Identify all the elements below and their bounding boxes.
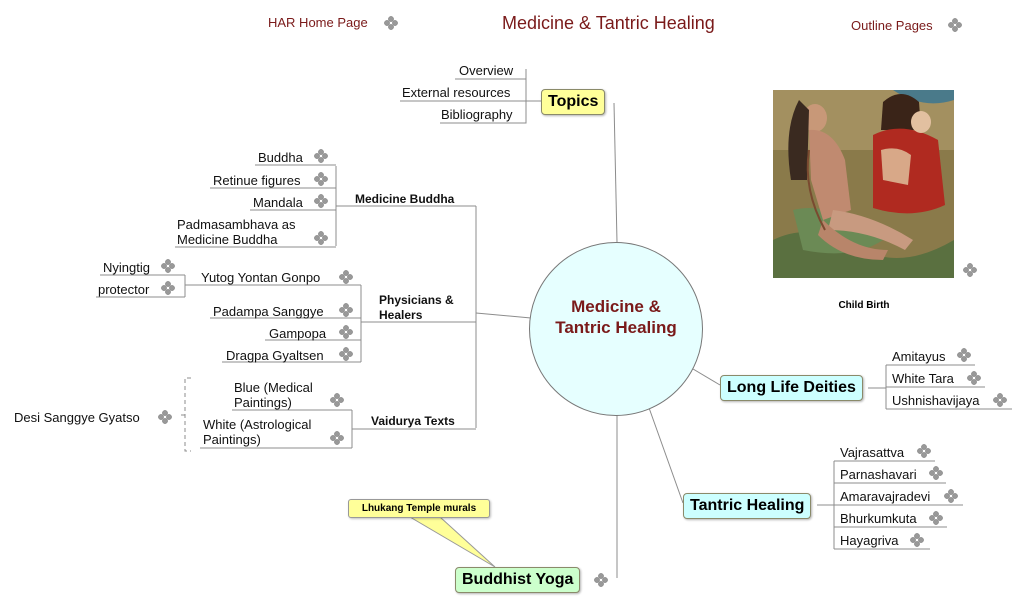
link-icon[interactable] bbox=[944, 489, 958, 503]
link-icon[interactable] bbox=[948, 18, 962, 32]
link-icon[interactable] bbox=[161, 259, 175, 273]
item-padmasambhava[interactable]: Padmasambhava as Medicine Buddha bbox=[177, 217, 296, 247]
item-retinue-figures[interactable]: Retinue figures bbox=[213, 173, 301, 188]
item-buddha[interactable]: Buddha bbox=[258, 150, 303, 165]
topic-bibliography[interactable]: Bibliography bbox=[441, 107, 513, 122]
central-topic-circle bbox=[529, 242, 703, 416]
branch-tantric-healing[interactable]: Tantric Healing bbox=[683, 493, 812, 519]
link-icon[interactable] bbox=[158, 410, 172, 424]
item-bhurkumkuta[interactable]: Bhurkumkuta bbox=[840, 511, 917, 526]
central-topic-label: Medicine & Tantric Healing bbox=[529, 296, 703, 338]
link-icon[interactable] bbox=[339, 270, 353, 284]
item-blue-medical-paintings[interactable]: Blue (Medical Paintings) bbox=[234, 380, 313, 410]
image-caption: Child Birth bbox=[838, 300, 890, 311]
topic-overview[interactable]: Overview bbox=[459, 63, 514, 78]
link-icon[interactable] bbox=[161, 281, 175, 295]
item-amaravajradevi[interactable]: Amaravajradevi bbox=[840, 489, 931, 504]
link-icon[interactable] bbox=[929, 466, 943, 480]
link-icon[interactable] bbox=[314, 194, 328, 208]
item-padampa-sanggye[interactable]: Padampa Sanggye bbox=[213, 304, 324, 319]
link-icon[interactable] bbox=[330, 393, 344, 407]
link-icon[interactable] bbox=[314, 149, 328, 163]
outline-pages-link[interactable]: Outline Pages bbox=[851, 18, 933, 33]
link-icon[interactable] bbox=[957, 348, 971, 362]
branch-long-life-deities[interactable]: Long Life Deities bbox=[720, 375, 863, 401]
item-desi-sanggye-gyatso[interactable]: Desi Sanggye Gyatso bbox=[14, 410, 140, 425]
item-parnashavari[interactable]: Parnashavari bbox=[840, 467, 917, 482]
link-icon[interactable] bbox=[339, 303, 353, 317]
link-icon[interactable] bbox=[314, 172, 328, 186]
link-icon[interactable] bbox=[594, 573, 608, 587]
branch-buddhist-yoga[interactable]: Buddhist Yoga bbox=[455, 567, 581, 593]
branch-physicians-healers[interactable]: Physicians & Healers bbox=[379, 293, 454, 322]
link-icon[interactable] bbox=[339, 325, 353, 339]
link-icon[interactable] bbox=[967, 371, 981, 385]
item-dragpa-gyaltsen[interactable]: Dragpa Gyaltsen bbox=[226, 348, 324, 363]
item-protector[interactable]: protector bbox=[98, 282, 150, 297]
item-yutog-yontan-gonpo[interactable]: Yutog Yontan Gonpo bbox=[201, 270, 321, 285]
branch-topics[interactable]: Topics bbox=[541, 89, 606, 115]
painting-illustration bbox=[773, 90, 954, 278]
item-hayagriva[interactable]: Hayagriva bbox=[840, 533, 899, 548]
item-amitayus[interactable]: Amitayus bbox=[892, 349, 946, 364]
callout-lhukang-temple-murals[interactable]: Lhukang Temple murals bbox=[348, 499, 490, 518]
link-icon[interactable] bbox=[929, 511, 943, 525]
item-white-tara[interactable]: White Tara bbox=[892, 371, 954, 386]
link-icon[interactable] bbox=[339, 347, 353, 361]
link-icon[interactable] bbox=[910, 533, 924, 547]
central-topic-line1: Medicine & bbox=[571, 297, 661, 316]
har-home-link[interactable]: HAR Home Page bbox=[268, 15, 368, 30]
link-icon[interactable] bbox=[330, 431, 344, 445]
item-ushnishavijaya[interactable]: Ushnishavijaya bbox=[892, 393, 980, 408]
item-nyingtig[interactable]: Nyingtig bbox=[103, 260, 150, 275]
page-title: Medicine & Tantric Healing bbox=[502, 13, 715, 33]
item-white-astrological-paintings[interactable]: White (Astrological Paintings) bbox=[203, 417, 312, 447]
item-mandala[interactable]: Mandala bbox=[253, 195, 303, 210]
topic-external-resources[interactable]: External resources bbox=[402, 85, 511, 100]
item-gampopa[interactable]: Gampopa bbox=[269, 326, 327, 341]
branch-medicine-buddha[interactable]: Medicine Buddha bbox=[355, 192, 455, 206]
child-birth-painting[interactable] bbox=[773, 90, 954, 278]
link-icon[interactable] bbox=[917, 444, 931, 458]
item-vajrasattva[interactable]: Vajrasattva bbox=[840, 445, 905, 460]
link-icon[interactable] bbox=[314, 231, 328, 245]
link-icon[interactable] bbox=[993, 393, 1007, 407]
link-icon[interactable] bbox=[384, 16, 398, 30]
branch-vaidurya-texts[interactable]: Vaidurya Texts bbox=[371, 414, 455, 428]
central-topic-line2: Tantric Healing bbox=[555, 318, 677, 337]
link-icon[interactable] bbox=[963, 263, 977, 277]
